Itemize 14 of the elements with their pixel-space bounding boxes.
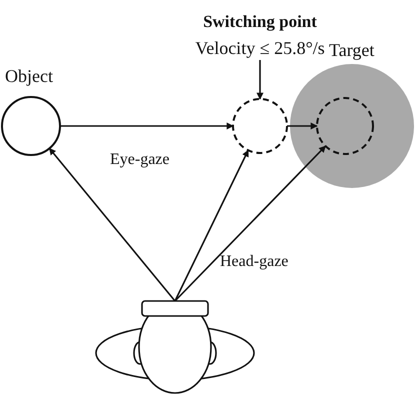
node-label: Object [5, 66, 53, 86]
node-label: Target [329, 40, 374, 60]
arrow [174, 150, 249, 302]
circle-marker [317, 98, 373, 154]
arrow [48, 148, 176, 302]
callout-heading: Switching point [202, 12, 318, 32]
arrow [256, 60, 264, 100]
circle-marker [231, 97, 289, 155]
annotation-text: Head-gaze [220, 252, 288, 272]
arrow [174, 146, 326, 302]
callout-text: Velocity ≤ 25.8°/s [194, 38, 326, 58]
arrow [60, 122, 234, 130]
arrow [287, 122, 318, 130]
annotation-text: Eye-gaze [110, 150, 170, 170]
